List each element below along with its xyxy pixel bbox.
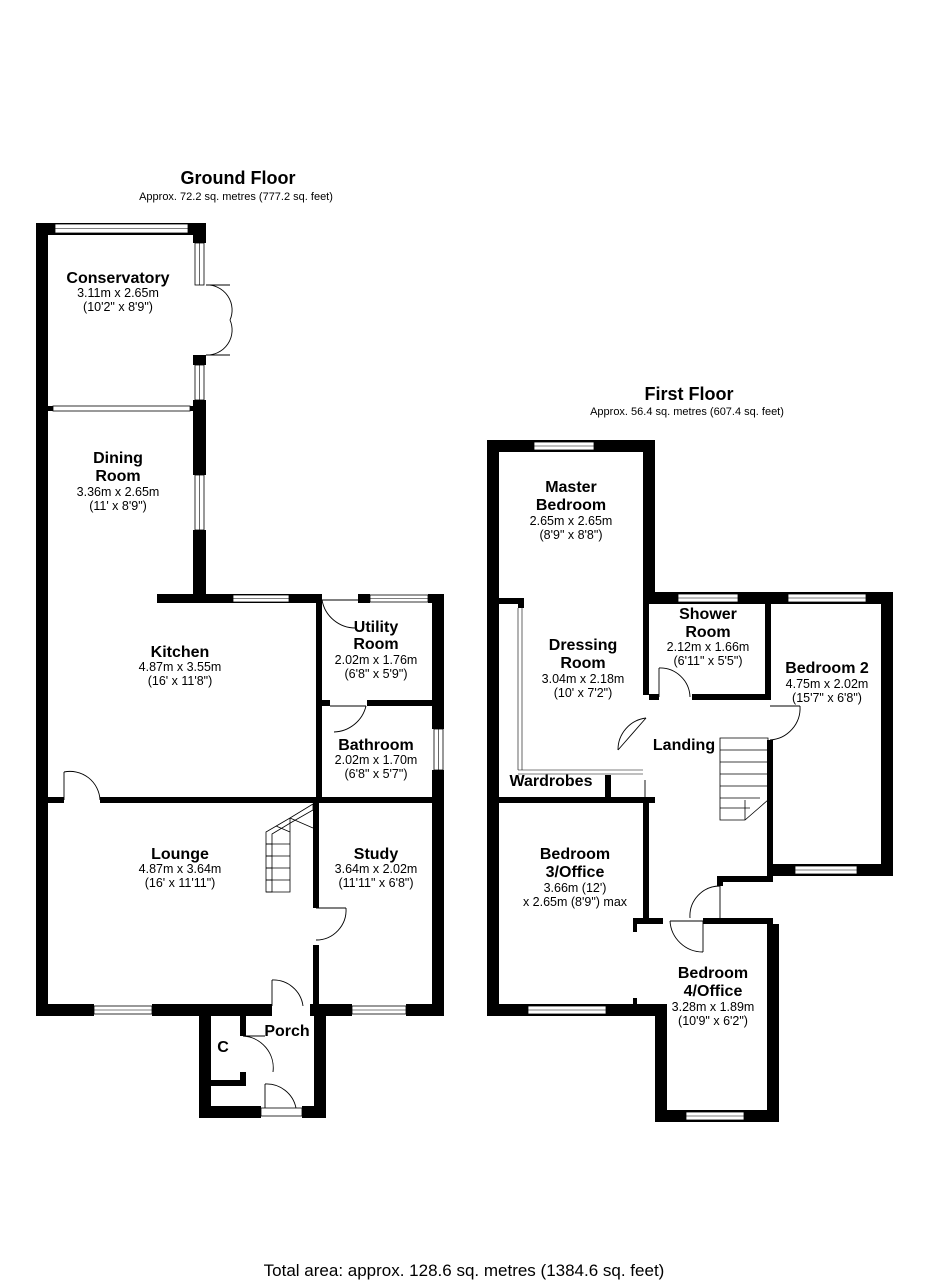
first-floor-doors bbox=[617, 667, 801, 953]
bedroom-3-label-1: Bedroom bbox=[540, 846, 610, 863]
bedroom-3-label-2: 3/Office bbox=[546, 864, 605, 881]
dressing-room-imperial: (10' x 7'2") bbox=[554, 686, 613, 700]
bedroom-2-metric: 4.75m x 2.02m bbox=[786, 677, 869, 691]
bedroom-3-imperial: x 2.65m (8'9") max bbox=[523, 895, 628, 909]
utility-room-imperial: (6'8" x 5'9") bbox=[345, 667, 408, 681]
first-floor-windows bbox=[527, 441, 867, 1121]
ground-floor-area: Approx. 72.2 sq. metres (777.2 sq. feet) bbox=[139, 191, 333, 203]
total-area: Total area: approx. 128.6 sq. metres (13… bbox=[264, 1261, 665, 1280]
ground-floor-doors bbox=[63, 284, 367, 1109]
kitchen-imperial: (16' x 11'8") bbox=[148, 674, 213, 688]
lounge-imperial: (16' x 11'11") bbox=[145, 876, 216, 890]
master-bedroom-label-2: Bedroom bbox=[536, 497, 606, 514]
dining-room-label-1: Dining bbox=[93, 450, 143, 467]
porch-label: Porch bbox=[264, 1023, 309, 1040]
conservatory-imperial: (10'2" x 8'9") bbox=[83, 300, 153, 314]
conservatory-metric: 3.11m x 2.65m bbox=[77, 286, 159, 300]
wardrobe-fittings bbox=[517, 608, 643, 775]
bedroom-4-imperial: (10'9" x 6'2") bbox=[678, 1014, 748, 1028]
utility-room-metric: 2.02m x 1.76m bbox=[335, 653, 418, 667]
conservatory-label: Conservatory bbox=[66, 270, 169, 287]
landing-label: Landing bbox=[653, 737, 715, 754]
study-metric: 3.64m x 2.02m bbox=[335, 862, 418, 876]
bedroom-2-imperial: (15'7" x 6'8") bbox=[792, 691, 862, 705]
lounge-label: Lounge bbox=[151, 846, 209, 863]
kitchen-label: Kitchen bbox=[151, 644, 210, 661]
study-imperial: (11'11" x 6'8") bbox=[338, 876, 413, 890]
shower-room-label-2: Room bbox=[685, 624, 730, 641]
first-floor-plan: First Floor Approx. 56.4 sq. metres (607… bbox=[487, 384, 893, 1122]
utility-room-label-1: Utility bbox=[354, 619, 399, 636]
ground-floor-stairs bbox=[265, 803, 314, 893]
shower-room-metric: 2.12m x 1.66m bbox=[667, 640, 750, 654]
ground-floor-title: Ground Floor bbox=[181, 168, 296, 188]
cupboard-label: C bbox=[217, 1039, 229, 1056]
first-floor-title: First Floor bbox=[645, 384, 734, 404]
first-floor-stairs bbox=[719, 737, 769, 821]
study-label: Study bbox=[354, 846, 399, 863]
bedroom-4-metric: 3.28m x 1.89m bbox=[672, 1000, 755, 1014]
ground-floor-walls bbox=[36, 223, 444, 1118]
master-bedroom-label-1: Master bbox=[545, 479, 597, 496]
dressing-room-label-1: Dressing bbox=[549, 637, 617, 654]
bedroom-2-label: Bedroom 2 bbox=[785, 660, 869, 677]
first-floor-area: Approx. 56.4 sq. metres (607.4 sq. feet) bbox=[590, 406, 784, 418]
master-bedroom-imperial: (8'9" x 8'8") bbox=[540, 528, 603, 542]
shower-room-imperial: (6'11" x 5'5") bbox=[673, 654, 742, 668]
bathroom-label: Bathroom bbox=[338, 737, 414, 754]
wardrobes-label: Wardrobes bbox=[510, 773, 593, 790]
dressing-room-metric: 3.04m x 2.18m bbox=[542, 672, 625, 686]
lounge-metric: 4.87m x 3.64m bbox=[139, 862, 222, 876]
master-bedroom-metric: 2.65m x 2.65m bbox=[530, 514, 613, 528]
bedroom-3-metric: 3.66m (12') bbox=[544, 881, 607, 895]
bedroom-4-label-2: 4/Office bbox=[684, 983, 743, 1000]
bathroom-metric: 2.02m x 1.70m bbox=[335, 753, 418, 767]
ground-floor-plan: Ground Floor Approx. 72.2 sq. metres (77… bbox=[36, 168, 444, 1118]
dressing-room-label-2: Room bbox=[560, 655, 605, 672]
utility-room-label-2: Room bbox=[353, 636, 398, 653]
dining-room-imperial: (11' x 8'9") bbox=[89, 499, 147, 513]
bedroom-4-label-1: Bedroom bbox=[678, 965, 748, 982]
shower-room-label-1: Shower bbox=[679, 606, 737, 623]
kitchen-metric: 4.87m x 3.55m bbox=[139, 660, 222, 674]
ground-floor-windows bbox=[52, 223, 444, 1117]
bathroom-imperial: (6'8" x 5'7") bbox=[345, 767, 408, 781]
dining-room-label-2: Room bbox=[95, 468, 140, 485]
dining-room-metric: 3.36m x 2.65m bbox=[77, 485, 160, 499]
